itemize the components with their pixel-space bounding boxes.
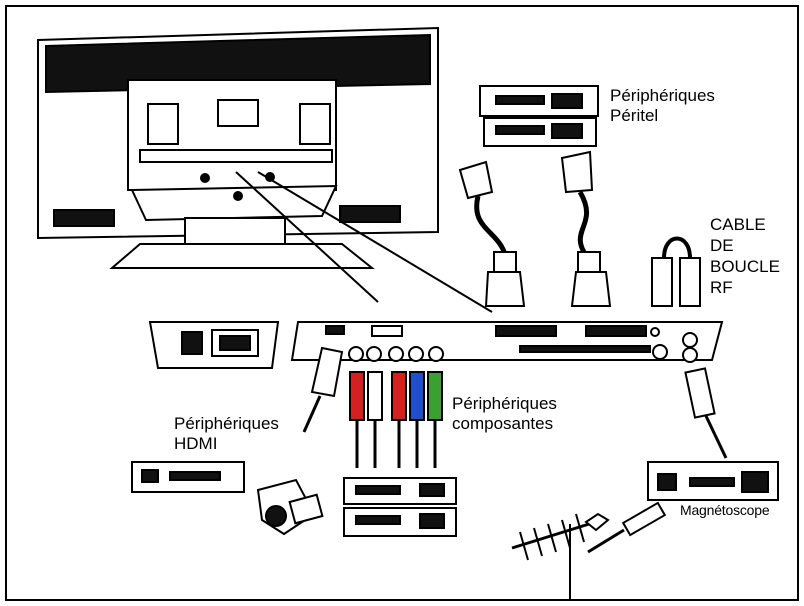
tv-panel-slot-mid	[217, 99, 259, 127]
tv-vent-bottom-left	[53, 209, 115, 227]
tv-vent-top	[45, 33, 431, 94]
label-scart-devices: Périphériques Péritel	[610, 86, 715, 126]
label-line: RF	[710, 278, 733, 297]
component-devices-illustration	[343, 477, 457, 537]
label-line: DE	[710, 236, 734, 255]
label-rf-loop-cable: CABLE DE BOUCLE RF	[710, 214, 780, 298]
hdmi-devices-illustration	[131, 461, 324, 536]
plug-red-1	[349, 371, 365, 421]
scart-devices-illustration	[479, 85, 599, 147]
label-hdmi-devices: Périphériques HDMI	[174, 414, 279, 454]
zoom-line-1	[235, 171, 379, 303]
label-vcr: Magnétoscope	[680, 502, 770, 518]
label-line: Périphériques	[610, 86, 715, 105]
label-line: HDMI	[174, 434, 218, 453]
scart-cables	[458, 150, 612, 307]
plug-red-2	[391, 371, 407, 421]
hdmi-cable	[302, 346, 344, 433]
rf-cable-to-vcr	[684, 367, 728, 459]
tv-neck	[130, 184, 338, 222]
label-component-devices: Périphériques composantes	[452, 394, 557, 434]
plug-green	[427, 371, 443, 421]
tv-connector-strip	[139, 149, 333, 163]
antenna-cable	[587, 501, 667, 554]
tv-panel-slot-left	[147, 103, 179, 145]
power-panel	[148, 321, 280, 369]
plug-blue	[409, 371, 425, 421]
label-line: BOUCLE	[710, 257, 780, 276]
tv-stand-base	[109, 243, 375, 269]
antenna-illustration	[511, 512, 610, 600]
label-line: CABLE	[710, 215, 766, 234]
tv-panel-slot-right	[299, 103, 331, 145]
tv-vent-bottom-right	[339, 205, 401, 223]
rf-loop-cable	[651, 236, 701, 307]
outer-border	[5, 5, 799, 601]
label-line: Périphériques	[452, 394, 557, 413]
label-line: Périphériques	[174, 414, 279, 433]
plug-white	[367, 371, 383, 421]
label-line: Péritel	[610, 106, 659, 125]
zoom-line-2	[257, 171, 493, 313]
component-cables	[348, 346, 444, 468]
tv-back-illustration	[37, 26, 439, 269]
vcr-illustration	[647, 461, 779, 501]
label-line: composantes	[452, 414, 554, 433]
